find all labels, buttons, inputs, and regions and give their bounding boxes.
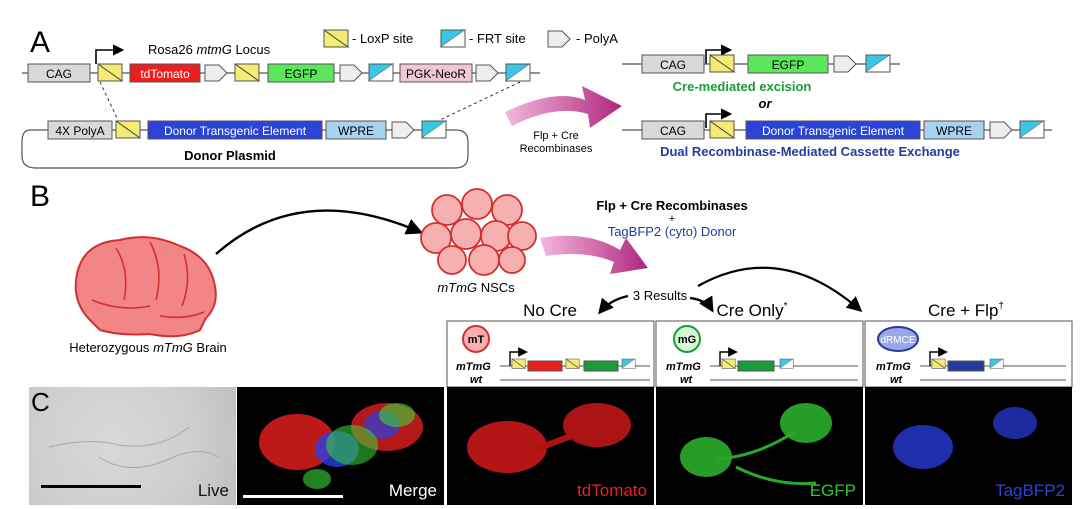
polya-icon xyxy=(989,121,1013,139)
results-label: 3 Results xyxy=(633,288,688,303)
svg-text:WPRE: WPRE xyxy=(936,124,972,138)
result2-wpre-box xyxy=(923,120,985,140)
svg-text:Flp + Cre Recombinases: Flp + Cre Recombinases xyxy=(596,198,747,213)
svg-text:wt: wt xyxy=(680,374,694,386)
donor-plasmid-loop xyxy=(21,129,469,169)
svg-text:PGK-NeoR: PGK-NeoR xyxy=(406,67,466,81)
tdtomato-label: tdTomato xyxy=(577,481,647,500)
nsc-label: mTmG NSCs xyxy=(437,280,515,295)
panel-c-letter: C xyxy=(31,387,50,417)
cre-excision-caption: Cre-mediated excision xyxy=(673,79,812,94)
brain-to-nsc-arrow xyxy=(215,209,424,255)
panel-b-letter: B xyxy=(30,180,50,213)
loxp-site-icon xyxy=(115,120,141,139)
polya-icon xyxy=(204,64,228,82)
promoter-arrow-icon xyxy=(95,44,125,64)
cell-mg: mG xyxy=(678,334,696,346)
frt-site-icon xyxy=(1019,120,1045,139)
loxp-site-icon xyxy=(97,63,123,82)
merge-image: Merge xyxy=(237,387,444,505)
tdtomato-image: tdTomato xyxy=(447,387,654,505)
brain-illustration xyxy=(74,236,217,338)
svg-text:wt: wt xyxy=(470,374,484,386)
locus-title: Rosa26 mtmG Locus xyxy=(148,42,271,57)
live-label: Live xyxy=(197,481,229,500)
polya-icon xyxy=(339,64,363,82)
wpre-box xyxy=(325,120,387,140)
live-image: Live xyxy=(29,387,236,505)
svg-text:mTmG: mTmG xyxy=(456,361,491,373)
recombinase-arrow xyxy=(505,86,622,128)
cell-drmce: dRMCE xyxy=(880,335,915,346)
svg-text:EGFP: EGFP xyxy=(285,67,318,81)
svg-text:CAG: CAG xyxy=(660,124,686,138)
brain-label: Heterozygous mTmG Brain xyxy=(69,340,227,355)
loxp-site-icon xyxy=(709,120,735,139)
svg-text:CAG: CAG xyxy=(46,67,72,81)
legend-frt: - FRT site xyxy=(469,31,526,46)
donor-element-box xyxy=(147,120,323,140)
result1-egfp-box xyxy=(747,54,829,74)
svg-text:+: + xyxy=(669,213,675,225)
tdtomato-box xyxy=(129,63,201,83)
cag-box xyxy=(27,63,91,83)
svg-text:Flp + Cre: Flp + Cre xyxy=(533,130,579,142)
svg-text:4X PolyA: 4X PolyA xyxy=(55,124,104,138)
svg-text:EGFP: EGFP xyxy=(772,58,805,72)
frt-site-icon xyxy=(865,54,891,73)
donor-plasmid-caption: Donor Plasmid xyxy=(184,148,276,163)
legend-frt-icon xyxy=(440,29,466,48)
polya-icon xyxy=(391,121,415,139)
svg-text:tdTomato: tdTomato xyxy=(140,67,190,81)
legend-loxp: - LoxP site xyxy=(352,31,413,46)
loxp-site-icon xyxy=(709,54,735,73)
merge-label: Merge xyxy=(388,481,437,500)
promoter-arrow-icon xyxy=(705,108,733,128)
recombinase-arrow xyxy=(540,235,648,274)
tagbfp2-image: TagBFP2 xyxy=(865,387,1072,505)
egfp-image: EGFP xyxy=(656,387,863,505)
egfp-box xyxy=(267,63,335,83)
result1-cag-box xyxy=(641,54,705,74)
svg-text:wt: wt xyxy=(890,374,904,386)
svg-text:Donor Transgenic Element: Donor Transgenic Element xyxy=(164,124,307,138)
legend-loxp-icon xyxy=(323,29,349,48)
result2-element-box xyxy=(745,120,921,140)
frt-site-icon xyxy=(505,63,531,82)
polya4x-box xyxy=(47,120,113,140)
cre-flp-label: Cre + Flp† xyxy=(928,301,1004,320)
svg-text:Donor Transgenic Element: Donor Transgenic Element xyxy=(762,124,905,138)
polya-icon xyxy=(833,55,857,73)
polya-icon xyxy=(475,64,499,82)
svg-text:mTmG: mTmG xyxy=(666,361,701,373)
cell-mt: mT xyxy=(468,334,485,346)
result2-cag-box xyxy=(641,120,705,140)
pgk-neor-box xyxy=(399,63,473,83)
svg-text:WPRE: WPRE xyxy=(338,124,374,138)
drmce-caption: Dual Recombinase-Mediated Cassette Excha… xyxy=(660,144,960,159)
frt-site-icon xyxy=(368,63,394,82)
frt-site-icon xyxy=(421,120,447,139)
tagbfp2-label: TagBFP2 xyxy=(995,481,1065,500)
legend-polya: - PolyA xyxy=(576,31,618,46)
no-cre-label: No Cre xyxy=(523,301,577,320)
or-label: or xyxy=(759,96,773,111)
svg-text:mTmG: mTmG xyxy=(876,361,911,373)
legend-polya-icon xyxy=(547,30,571,48)
svg-text:Recombinases: Recombinases xyxy=(520,143,593,155)
egfp-label: EGFP xyxy=(809,481,856,500)
panel-a-letter: A xyxy=(30,26,50,59)
svg-text:TagBFP2 (cyto) Donor: TagBFP2 (cyto) Donor xyxy=(608,224,737,239)
promoter-arrow-icon xyxy=(705,44,733,64)
cre-only-label: Cre Only* xyxy=(717,301,788,320)
svg-text:CAG: CAG xyxy=(660,58,686,72)
loxp-site-icon xyxy=(234,63,260,82)
nsc-cluster xyxy=(420,188,537,276)
